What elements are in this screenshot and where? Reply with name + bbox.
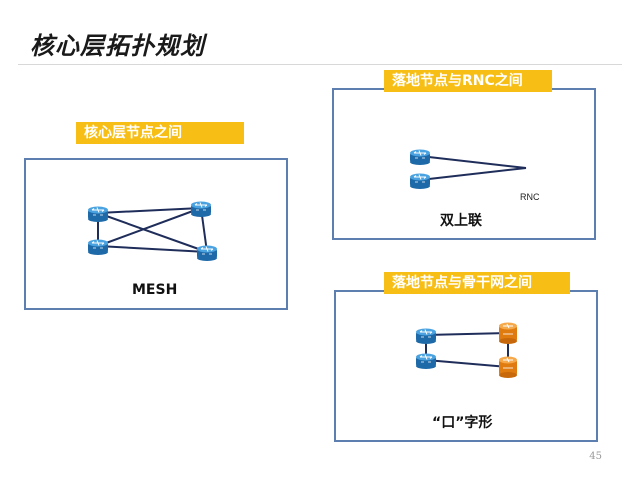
rnc-caption: 双上联: [440, 213, 482, 229]
backbone-panel: [334, 290, 598, 442]
router-icon: [196, 245, 218, 262]
rnc-panel: [332, 88, 596, 240]
page-number: 45: [589, 451, 602, 462]
mesh-caption: MESH: [132, 282, 178, 298]
router-icon: [415, 353, 437, 370]
backbone-links: [425, 332, 509, 368]
mesh-tag: 核心层节点之间: [76, 122, 244, 144]
mesh-links: [97, 207, 208, 253]
rnc-label: RNC: [520, 192, 540, 202]
slide-title: 核心层拓扑规划: [30, 32, 205, 60]
rnc-tag: 落地节点与RNC之间: [384, 70, 552, 92]
backbone-caption: “口”字形: [432, 415, 493, 431]
backbone-router-icon: [498, 356, 518, 379]
rnc-links: [419, 155, 527, 181]
backbone-router-icon: [498, 322, 518, 345]
router-icon: [409, 149, 431, 166]
router-icon: [190, 201, 212, 218]
router-icon: [409, 173, 431, 190]
router-icon: [87, 239, 109, 256]
title-divider: [18, 64, 622, 65]
router-icon: [415, 328, 437, 345]
router-icon: [87, 206, 109, 223]
backbone-tag: 落地节点与骨干网之间: [384, 272, 570, 294]
